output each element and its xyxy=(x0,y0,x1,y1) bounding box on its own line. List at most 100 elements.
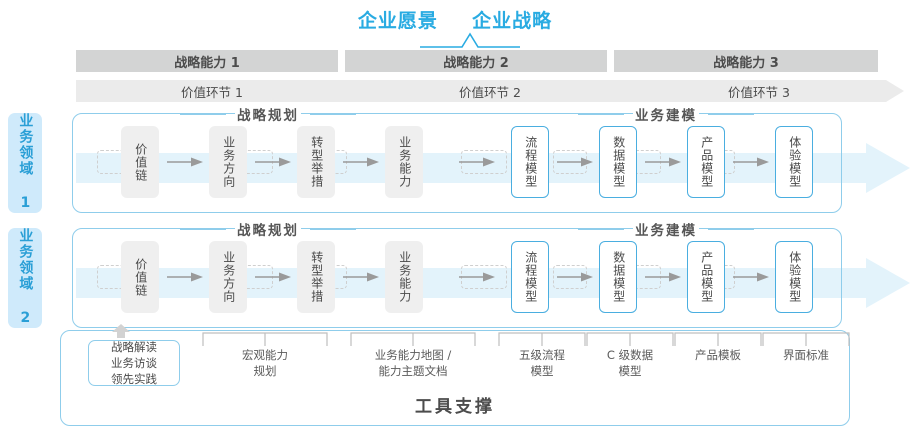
domain-label-1: 业务领域 1 xyxy=(17,113,34,213)
chevron-shape-3 xyxy=(614,80,904,102)
value-chain-label-1: 价值环节 1 xyxy=(181,84,243,100)
node-modeling-2-3[interactable]: 产品模型 xyxy=(687,241,725,313)
tool-label-5-line1: 产品模板 xyxy=(695,348,741,362)
domain-row-2-inner: 价值链 业务方向 转型举措 业务能力 xyxy=(73,229,841,327)
node-planning-2-2[interactable]: 业务方向 xyxy=(209,241,247,313)
caption-rule-right xyxy=(708,113,754,115)
node-label: 数据模型 xyxy=(611,136,626,188)
tool-label-2-line1: 业务能力地图 / xyxy=(374,348,452,362)
strategy-title: 企业战略 xyxy=(472,10,553,32)
node-modeling-2-2[interactable]: 数据模型 xyxy=(599,241,637,313)
section-caption-planning-1: 战略规划 xyxy=(180,104,356,124)
tool-label-1-line1: 宏观能力 xyxy=(242,348,288,362)
bracket-process-model xyxy=(498,332,586,346)
chevron-shape-2 xyxy=(345,80,635,102)
section-caption-modeling-1: 业务建模 xyxy=(578,104,754,124)
bracket-product-template xyxy=(674,332,762,346)
value-chain-label-2: 价值环节 2 xyxy=(459,84,521,100)
domain-row-1: 价值链 业务方向 转型举措 业务能力 xyxy=(72,113,842,213)
section-caption-modeling-2: 业务建模 xyxy=(578,219,754,239)
node-planning-2-4[interactable]: 业务能力 xyxy=(385,241,423,313)
arrow-1-2 xyxy=(255,157,291,167)
arrow-2-3 xyxy=(343,272,379,282)
node-label: 数据模型 xyxy=(611,251,626,303)
node-planning-2-3[interactable]: 转型举措 xyxy=(297,241,335,313)
bracket-data-model xyxy=(586,332,674,346)
planning-caption-1: 战略规划 xyxy=(235,104,301,124)
tool-tag-line-2: 业务访谈 xyxy=(111,355,157,370)
node-label: 业务方向 xyxy=(221,136,236,188)
arrow-2-1 xyxy=(167,272,203,282)
tool-tag-line-1: 战略解读 xyxy=(111,339,157,354)
node-label: 体验模型 xyxy=(787,251,802,303)
tool-tag-lines: 战略解读 业务访谈 领先实践 xyxy=(111,339,157,388)
node-modeling-2-1[interactable]: 流程模型 xyxy=(511,241,549,313)
arrow-1-7 xyxy=(733,157,769,167)
caption-rule-left xyxy=(578,228,624,230)
tool-tag-line-3: 领先实践 xyxy=(111,372,157,387)
capability-bar-3: 战略能力 3 xyxy=(614,50,878,72)
bracket-ui-standard xyxy=(762,332,850,346)
title-connector-brace xyxy=(420,32,520,48)
tool-label-6: 界面标准 xyxy=(760,348,852,364)
node-planning-2-1[interactable]: 价值链 xyxy=(121,241,159,313)
node-modeling-2-4[interactable]: 体验模型 xyxy=(775,241,813,313)
node-modeling-1-3[interactable]: 产品模型 xyxy=(687,126,725,198)
tool-label-1: 宏观能力 规划 xyxy=(200,348,330,379)
tool-label-2-line2: 能力主题文档 xyxy=(378,363,448,378)
tool-label-4-line1: C 级数据 xyxy=(606,348,654,362)
node-label: 价值链 xyxy=(133,142,148,182)
node-label: 转型举措 xyxy=(309,136,324,188)
value-chain-bar-3: 价值环节 3 xyxy=(614,80,904,102)
vision-title: 企业愿景 xyxy=(357,10,438,32)
tool-label-3-line1: 五级流程 xyxy=(519,348,565,362)
caption-rule-right xyxy=(310,113,356,115)
caption-rule-left xyxy=(180,113,226,115)
value-chain-bar-2: 价值环节 2 xyxy=(345,80,635,102)
arrow-2-4 xyxy=(459,272,495,282)
arrow-1-3 xyxy=(343,157,379,167)
domain-row-1-inner: 价值链 业务方向 转型举措 业务能力 xyxy=(73,114,841,212)
node-label: 业务能力 xyxy=(397,136,412,188)
capability-label-3: 战略能力 3 xyxy=(713,55,779,71)
tool-label-6-line1: 界面标准 xyxy=(783,348,829,362)
section-caption-planning-2: 战略规划 xyxy=(180,219,356,239)
tool-tag-box[interactable]: 战略解读 业务访谈 领先实践 xyxy=(88,340,180,386)
tool-label-3-line2: 模型 xyxy=(530,363,554,378)
value-chain-label-3: 价值环节 3 xyxy=(728,84,790,100)
arrow-1-6 xyxy=(645,157,681,167)
caption-rule-right xyxy=(310,228,356,230)
chevron-shape-1 xyxy=(76,80,366,102)
node-modeling-1-4[interactable]: 体验模型 xyxy=(775,126,813,198)
domain-tab-1[interactable]: 业务领域 1 xyxy=(8,113,42,213)
bracket-macro-capability xyxy=(202,332,328,346)
domain-label-2: 业务领域 2 xyxy=(17,228,34,328)
node-planning-1-2[interactable]: 业务方向 xyxy=(209,126,247,198)
tool-label-5: 产品模板 xyxy=(672,348,764,364)
modeling-caption-2: 业务建模 xyxy=(633,219,699,239)
capability-label-2: 战略能力 2 xyxy=(443,55,509,71)
domain-tab-2[interactable]: 业务领域 2 xyxy=(8,228,42,328)
capability-bar-2: 战略能力 2 xyxy=(345,50,607,72)
arrow-1-5 xyxy=(557,157,593,167)
arrow-2-7 xyxy=(733,272,769,282)
caption-rule-right xyxy=(708,228,754,230)
tool-support-title: 工具支撑 xyxy=(415,397,495,417)
arrow-2-2 xyxy=(255,272,291,282)
node-planning-1-3[interactable]: 转型举措 xyxy=(297,126,335,198)
capability-bar-1: 战略能力 1 xyxy=(76,50,338,72)
node-planning-1-1[interactable]: 价值链 xyxy=(121,126,159,198)
value-chain-bar-1: 价值环节 1 xyxy=(76,80,366,102)
arrow-2-5 xyxy=(557,272,593,282)
modeling-caption-1: 业务建模 xyxy=(633,104,699,124)
node-planning-1-4[interactable]: 业务能力 xyxy=(385,126,423,198)
tool-label-4-line2: 模型 xyxy=(618,363,642,378)
arrow-1-1 xyxy=(167,157,203,167)
node-label: 流程模型 xyxy=(523,251,538,303)
caption-rule-left xyxy=(180,228,226,230)
tool-label-3: 五级流程 模型 xyxy=(496,348,588,379)
node-modeling-1-1[interactable]: 流程模型 xyxy=(511,126,549,198)
arrow-2-6 xyxy=(645,272,681,282)
node-modeling-1-2[interactable]: 数据模型 xyxy=(599,126,637,198)
tool-label-2: 业务能力地图 / 能力主题文档 xyxy=(348,348,478,379)
